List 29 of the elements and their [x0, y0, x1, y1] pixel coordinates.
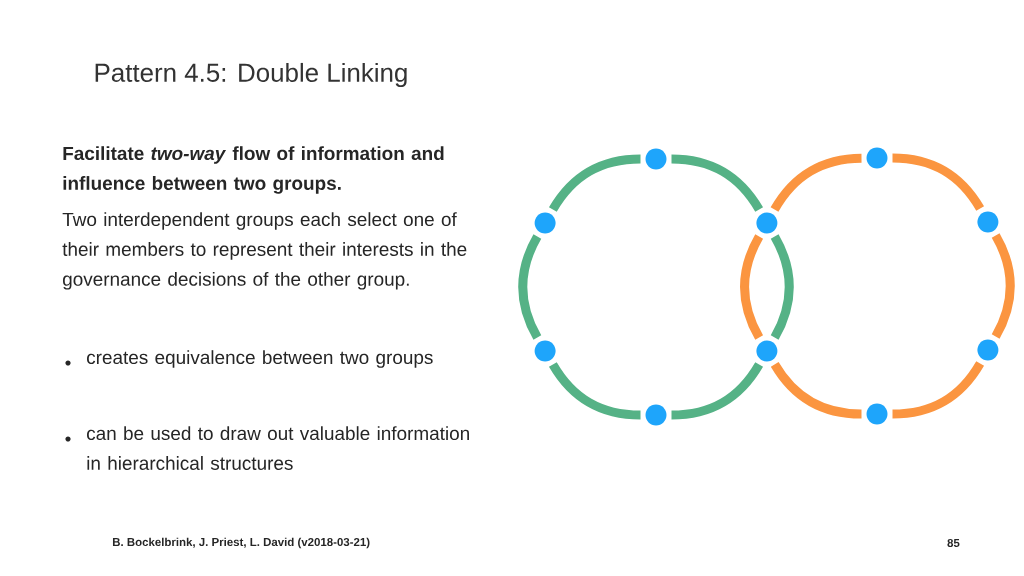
- page-number: 85: [947, 538, 960, 548]
- ring-arc: [770, 234, 794, 340]
- member-dot: [645, 148, 667, 170]
- member-dot: [645, 404, 667, 426]
- ring-arc: [770, 153, 862, 212]
- ring-arc: [549, 362, 641, 420]
- bullet-item: can be used to draw out valuable information in hierarchical structures: [65, 426, 469, 470]
- ring-arc: [739, 234, 764, 340]
- ring-arc: [770, 362, 862, 419]
- member-dot: [756, 340, 778, 362]
- ring-arc: [671, 154, 763, 212]
- footer-credit: B. Bockelbrink, J. Priest, L. David (v2018-03-21): [112, 537, 370, 549]
- member-dot: [977, 339, 999, 361]
- ring-arc: [892, 361, 984, 419]
- ring-arc: [518, 234, 542, 340]
- heading-text: Facilitate two-way flow of information and influence between two groups.: [63, 146, 444, 194]
- slide-title: Pattern 4.5: Double Linking: [95, 62, 407, 88]
- ring-arc: [892, 153, 984, 211]
- member-dot: [534, 340, 556, 362]
- member-dot: [866, 147, 888, 169]
- member-dot: [534, 212, 556, 234]
- member-dot: [866, 403, 888, 425]
- paragraph-text: Two interdependent groups each select one of their members to represent their interests in the governance decisions of the other group.: [62, 212, 467, 290]
- ring-arc: [549, 154, 641, 212]
- member-dot: [756, 212, 778, 234]
- bullet-item: creates equivalence between two groups: [65, 350, 433, 368]
- ring-arc: [991, 233, 1015, 339]
- ring-arc: [671, 362, 763, 420]
- member-dot: [977, 211, 999, 233]
